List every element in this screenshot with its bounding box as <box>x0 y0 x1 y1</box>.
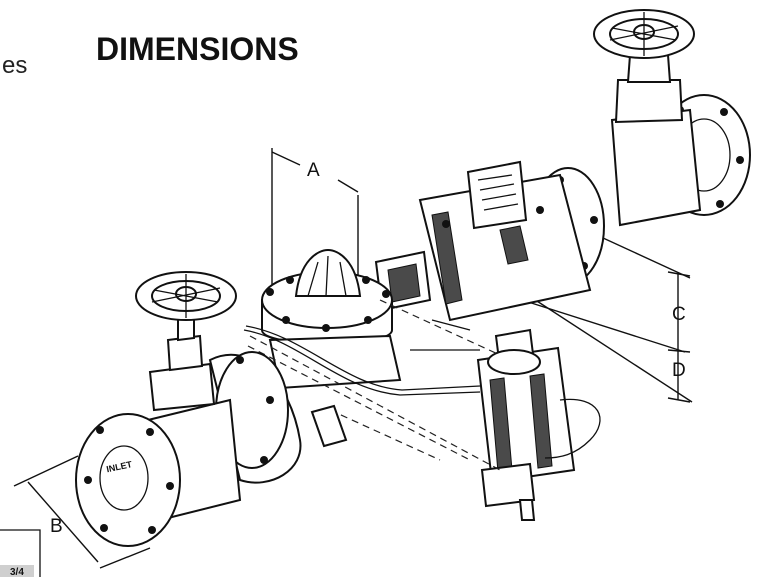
diaphragm-bonnet <box>261 248 402 390</box>
page-corner-box: 3/4 <box>0 529 41 577</box>
dimension-b-bracket: B <box>13 455 151 569</box>
inlet-handwheel <box>135 271 237 321</box>
dimension-a-bracket: A <box>271 148 359 285</box>
dimension-label-d: D <box>672 360 686 381</box>
dimension-label-b: B <box>50 516 63 537</box>
page-corner-fragment: 3/4 <box>10 567 24 577</box>
dimension-c-d-markers: C D <box>519 231 693 403</box>
main-valve-cutaway <box>374 160 592 322</box>
side-text-fragment: es <box>2 52 27 79</box>
pilot-piping <box>243 299 501 471</box>
page-title: DIMENSIONS <box>96 31 299 67</box>
outlet-handwheel <box>593 9 695 59</box>
pilot-control-assembly <box>476 328 601 521</box>
inlet-flange: INLET <box>75 413 181 547</box>
dimension-label-a: A <box>307 160 320 181</box>
dimension-label-c: C <box>672 304 686 325</box>
